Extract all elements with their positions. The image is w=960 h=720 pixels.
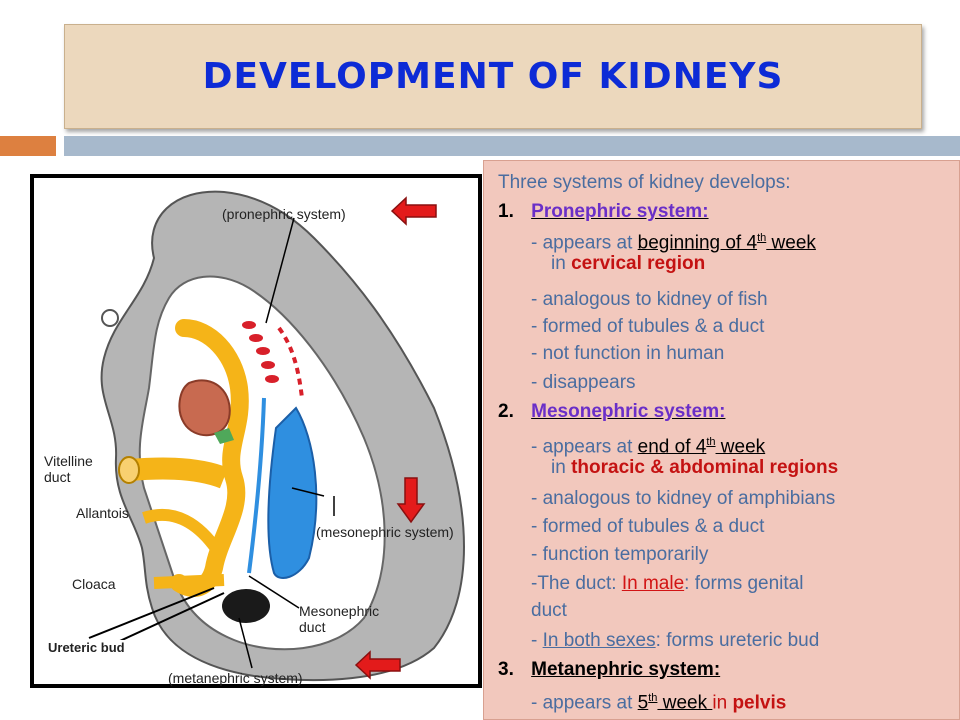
label-allantois: Allantois <box>76 505 129 521</box>
mesonephric-ridge <box>267 406 318 579</box>
label-mesonephric: (mesonephric system) <box>316 524 454 540</box>
metanephric-timing-suffix: week <box>657 692 713 714</box>
pronephric-timing-sup: th <box>757 232 767 244</box>
metanephric-blastema <box>222 589 270 623</box>
pronephric-timing-suffix: week <box>766 232 816 254</box>
embryo-diagram: (pronephric system) (mesonephric system)… <box>30 174 482 688</box>
mesonephric-timing-suffix: week <box>715 436 766 458</box>
pronephric-region-value: cervical region <box>571 253 706 274</box>
red-arrow-icon-bottom <box>354 650 401 680</box>
mesonephric-point-1: - analogous to kidney of amphibians <box>531 488 836 509</box>
metanephric-heading-line: 3. Metanephric system: <box>498 657 720 683</box>
mesonephric-duct-prefix: -The duct: <box>531 573 622 594</box>
metanephric-region-value: pelvis <box>732 692 787 714</box>
mesonephric-timing: - appears at end of 4th week <box>531 429 765 460</box>
cloaca-shape <box>153 574 225 589</box>
mesonephric-heading: Mesonephric system: <box>531 401 726 422</box>
pronephric-region-prefix: in <box>551 253 572 274</box>
metanephric-region-prefix: in <box>712 692 733 714</box>
label-cloaca: Cloaca <box>72 576 116 592</box>
mesonephric-number: 2. <box>498 401 514 422</box>
vitelline-duct-shape <box>128 457 229 489</box>
mesonephric-duct-line <box>247 397 266 574</box>
mesonephric-region-prefix: in <box>551 457 572 478</box>
mesonephric-point-4: -The duct: In male: forms genital <box>531 571 803 597</box>
mesonephric-both-sexes: In both sexes <box>542 630 656 651</box>
metanephric-number: 3. <box>498 659 514 680</box>
liver-shape <box>178 379 231 437</box>
accent-bar-blue <box>64 136 960 156</box>
label-mesonephric-duct: Mesonephric duct <box>299 603 380 635</box>
metanephric-timing: - appears at 5th week in pelvis <box>531 685 786 716</box>
pronephric-tubules <box>242 321 279 383</box>
accent-bar-orange <box>0 136 56 156</box>
kidney-systems-panel: Three systems of kidney develops: 1. Pro… <box>483 160 960 720</box>
metanephric-timing-prefix: - appears at <box>531 692 638 714</box>
embryo-illustration <box>88 190 465 682</box>
pronephric-timing-value: beginning of 4 <box>637 232 758 254</box>
mesonephric-timing-sup: th <box>706 436 716 448</box>
label-vitelline-duct: Vitelline duct <box>44 453 93 485</box>
pronephric-point-2: - formed of tubules & a duct <box>531 316 765 337</box>
mesonephric-both-prefix: - <box>531 630 543 651</box>
red-arrow-down-icon <box>396 477 426 524</box>
mesonephric-point-5: - In both sexes: forms ureteric bud <box>531 628 819 654</box>
title-banner: DEVELOPMENT OF KIDNEYS <box>64 24 922 129</box>
mesonephric-region-value: thoracic & abdominal regions <box>571 457 839 478</box>
mesonephric-point-4-cont: duct <box>531 600 567 621</box>
mesonephric-timing-value: end of 4 <box>637 436 707 458</box>
pronephric-point-3: - not function in human <box>531 343 725 364</box>
red-arrow-icon <box>390 196 437 226</box>
mesonephric-duct-suffix: : forms genital <box>684 573 804 594</box>
mesonephric-region: in thoracic & abdominal regions <box>551 455 838 481</box>
intro-line: Three systems of kidney develops: <box>498 172 791 193</box>
pronephric-timing: - appears at beginning of 4th week <box>531 225 816 256</box>
mesonephric-both-suffix: : forms ureteric bud <box>655 630 820 651</box>
pronephric-timing-prefix: - appears at <box>531 232 638 254</box>
mesonephric-point-2: - formed of tubules & a duct <box>531 516 765 537</box>
pronephric-region: in cervical region <box>551 251 705 277</box>
label-pronephric: (pronephric system) <box>222 206 346 222</box>
label-ureteric-bud: Ureteric bud <box>48 640 125 655</box>
pronephric-point-1: - analogous to kidney of fish <box>531 289 768 310</box>
metanephric-timing-sup: th <box>648 692 658 704</box>
label-metanephric: (metanephric system) <box>168 670 303 686</box>
mesonephric-timing-prefix: - appears at <box>531 436 638 458</box>
pronephric-heading: Pronephric system: <box>531 201 709 222</box>
mesonephric-heading-line: 2. Mesonephric system: <box>498 399 725 425</box>
mesonephric-duct-male: In male <box>621 573 685 594</box>
allantois-shape <box>142 508 224 557</box>
page-title: DEVELOPMENT OF KIDNEYS <box>202 56 784 97</box>
metanephric-timing-value: 5 <box>637 692 649 714</box>
pronephric-heading-line: 1. Pronephric system: <box>498 199 709 225</box>
metanephric-heading: Metanephric system: <box>531 659 721 680</box>
mesonephric-point-3: - function temporarily <box>531 544 709 565</box>
pronephric-point-4: - disappears <box>531 372 636 393</box>
eye-circle <box>101 309 119 327</box>
pronephric-number: 1. <box>498 201 514 222</box>
